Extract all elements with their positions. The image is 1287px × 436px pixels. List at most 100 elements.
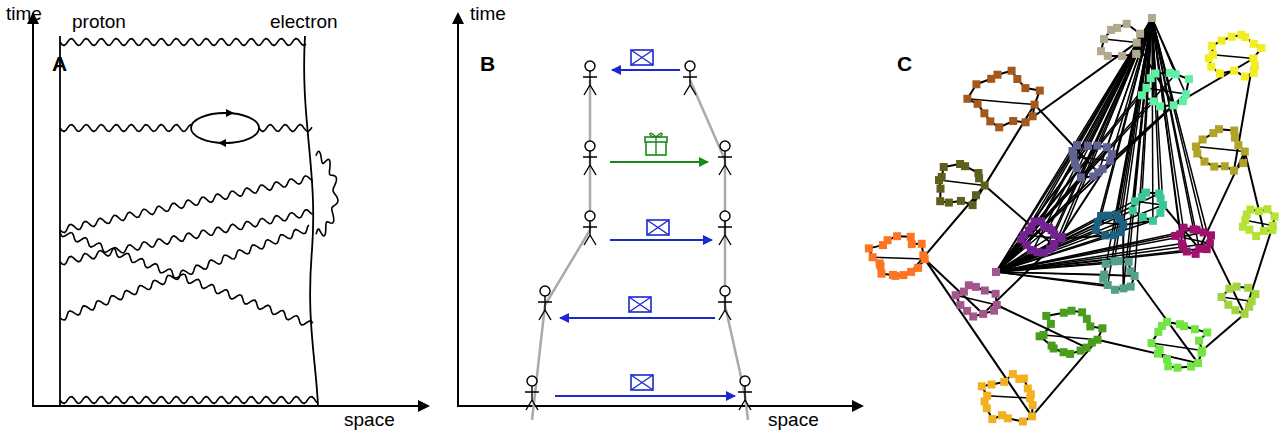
envelope-flap [631, 375, 653, 390]
graph-node [1116, 215, 1124, 223]
axis-label: space [344, 410, 395, 431]
graph-node [1119, 284, 1127, 292]
body [525, 386, 539, 410]
graph-node [1029, 112, 1037, 120]
photon-line [60, 39, 306, 46]
stick-figure [525, 376, 539, 410]
graph-edge [1152, 18, 1187, 252]
envelope-body [629, 297, 651, 312]
graph-node [878, 270, 886, 278]
graph-node [1271, 213, 1279, 221]
graph-node [986, 117, 994, 125]
graph-node [865, 244, 873, 252]
graph-node [1092, 226, 1100, 234]
graph-node [1118, 52, 1126, 60]
graph-node [1263, 205, 1271, 213]
graph-node [1100, 35, 1108, 43]
graph-node [981, 287, 989, 295]
head [527, 376, 537, 386]
graph-node [1249, 55, 1257, 63]
graph-node [1228, 33, 1236, 41]
graph-node [1115, 257, 1123, 265]
graph-edge [873, 257, 925, 259]
graph-node [1207, 63, 1215, 71]
envelope-icon [631, 375, 653, 390]
stick-figure [583, 211, 597, 245]
graph-nodes [865, 14, 1279, 426]
stick-figure [738, 376, 752, 410]
graph-node [938, 173, 946, 181]
graph-node [1089, 172, 1097, 180]
graph-node [1036, 87, 1044, 95]
graph-node [1022, 118, 1030, 126]
graph-edge [1108, 18, 1152, 285]
envelope-body [631, 50, 653, 65]
photon-line [60, 125, 191, 132]
graph-edge [1104, 39, 1137, 43]
panel-letter: B [480, 52, 495, 75]
graph-edge [1152, 18, 1204, 232]
graph-node [1127, 283, 1135, 291]
graph-node [1193, 226, 1201, 234]
stick-figure [718, 211, 732, 245]
graph-node [956, 301, 964, 309]
graph-node [1008, 67, 1016, 75]
graph-node [1047, 320, 1055, 328]
body [583, 71, 597, 95]
body [718, 221, 732, 245]
graph-node [1163, 318, 1171, 326]
graph-node [1230, 67, 1238, 75]
graph-node [974, 100, 982, 108]
graph-node [1192, 250, 1200, 258]
graph-node [981, 182, 989, 190]
space-axis [32, 405, 428, 407]
graph-node [1201, 158, 1209, 166]
graph-node [1218, 37, 1226, 45]
graph-node [907, 233, 915, 241]
graph-node [972, 283, 980, 291]
graph-node [1203, 329, 1211, 337]
graph-node [1027, 390, 1035, 398]
panel-letter: A [52, 52, 67, 75]
graph-node [1163, 355, 1171, 363]
graph-edge [1098, 340, 1199, 363]
gift-icon [645, 133, 667, 155]
graph-node [1192, 143, 1200, 151]
graph-node [1195, 337, 1203, 345]
graph-node [1013, 75, 1021, 83]
graph-node [1172, 70, 1180, 78]
pair-loop [191, 113, 259, 143]
graph-node [908, 240, 916, 248]
graph-edge [996, 18, 1152, 272]
graph-node [937, 185, 945, 193]
graph-node [1257, 44, 1265, 52]
graph-edge [996, 272, 1104, 275]
graph-node [952, 291, 960, 299]
graph-node [1093, 142, 1101, 150]
stick-figure [718, 141, 732, 175]
graph-node [1252, 232, 1260, 240]
graph-node [1123, 20, 1131, 28]
message-arrow [560, 317, 715, 319]
graph-edge [1054, 18, 1152, 246]
graph-node [1060, 309, 1068, 317]
graph-node [1218, 293, 1226, 301]
graph-node [1230, 127, 1238, 135]
graph-node [1193, 150, 1201, 158]
graph-node [1170, 101, 1178, 109]
graph-node [1117, 228, 1125, 236]
graph-node [1132, 50, 1140, 58]
graph-node [1097, 47, 1105, 55]
graph-node [1198, 349, 1206, 357]
graph-node [1111, 286, 1119, 294]
graph-node [1083, 315, 1091, 323]
loop-arrow [222, 112, 232, 114]
time-axis [32, 14, 34, 406]
graph-node [988, 381, 996, 389]
graph-edge [1213, 55, 1253, 59]
graph-node [957, 197, 965, 205]
envelope-body [647, 220, 669, 235]
graph-node [1251, 62, 1259, 70]
graph-node [869, 253, 877, 261]
